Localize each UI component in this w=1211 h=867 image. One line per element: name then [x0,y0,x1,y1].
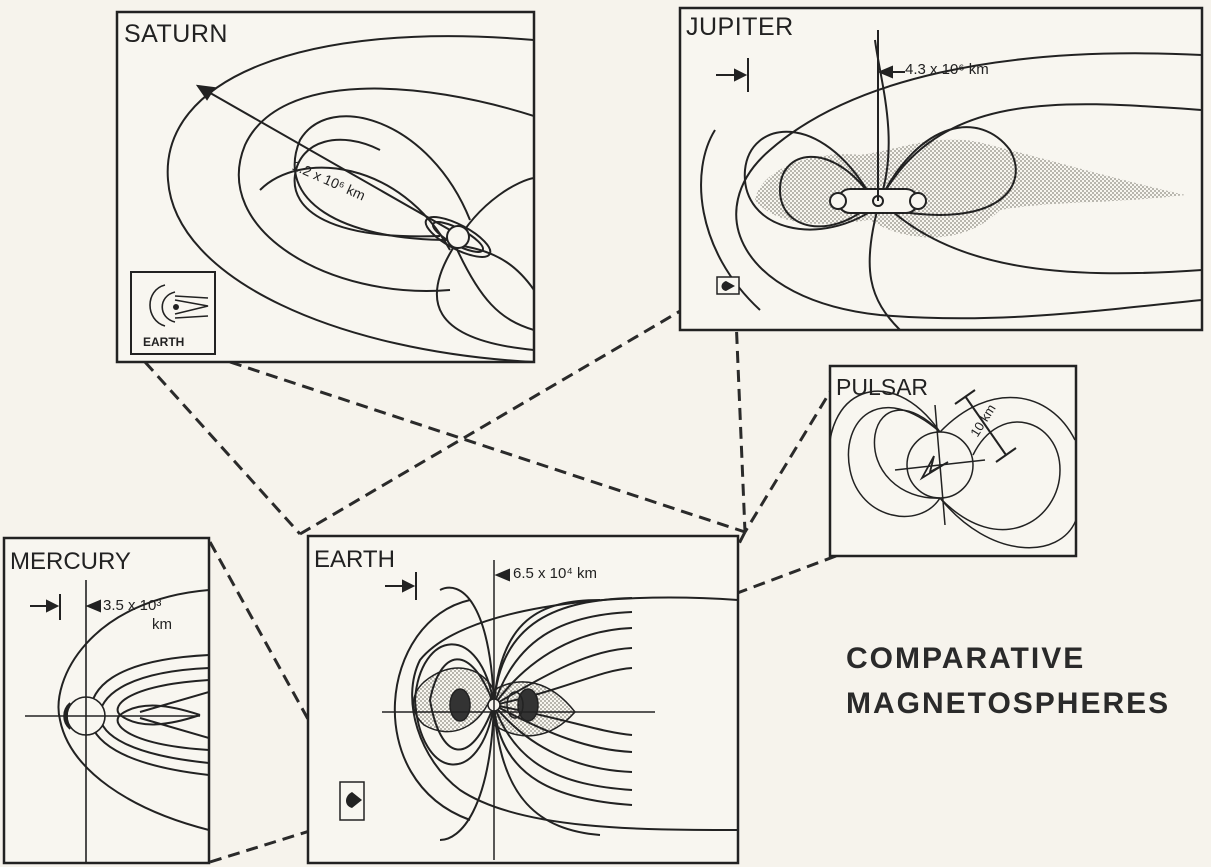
mercury-scale-label-line1: 3.5 x 10³ [103,597,162,614]
mercury-label: MERCURY [10,548,131,575]
pulsar-scale-marker [954,389,1017,463]
saturn-label: SATURN [124,20,228,48]
pulsar-label: PULSAR [836,374,929,400]
connector-saturn-earth [143,360,302,536]
mercury-scale-marker [30,594,101,620]
earth-mercury-inset [339,781,365,821]
mercury-scale-label-line2: km [152,616,172,633]
saturn-panel [115,10,536,364]
pulsar-rotation-arrow [919,455,949,481]
jupiter-label: JUPITER [686,13,794,41]
earth-scale-marker [385,568,510,600]
jupiter-earth-inset [716,276,740,295]
connector-jupiter-earth [299,288,717,536]
jupiter-scale-label: 4.3 x 10⁶ km [905,61,989,78]
figure-title-line2: MAGNETOSPHERES [846,687,1171,720]
figure-title-line1: COMPARATIVE [846,642,1086,675]
earth-scale-label: 6.5 x 10⁴ km [513,565,597,582]
saturn-inset-earth-label: EARTH [143,335,185,349]
saturn-planet-icon [424,216,492,258]
connector-pulsar-earth-bottom [707,554,837,606]
connector-jupiter-earth-right [733,293,747,533]
jupiter-scale-marker [716,58,905,92]
earth-label: EARTH [314,546,395,573]
saturn-scale-arrow [195,84,451,231]
earth-panel [306,534,740,865]
connector-saturn-earth-right [229,360,746,534]
connector-pulsar-earth-top [743,381,838,533]
earth-planet-icon [382,560,655,860]
jupiter-panel [678,6,1204,332]
figure-title: COMPARATIVE MAGNETOSPHERES [846,636,1170,726]
jupiter-planet-icon [829,30,927,214]
mercury-planet-icon [25,580,200,862]
pulsar-panel [828,364,1078,558]
mercury-panel [2,536,211,865]
saturn-earth-inset [130,271,216,355]
